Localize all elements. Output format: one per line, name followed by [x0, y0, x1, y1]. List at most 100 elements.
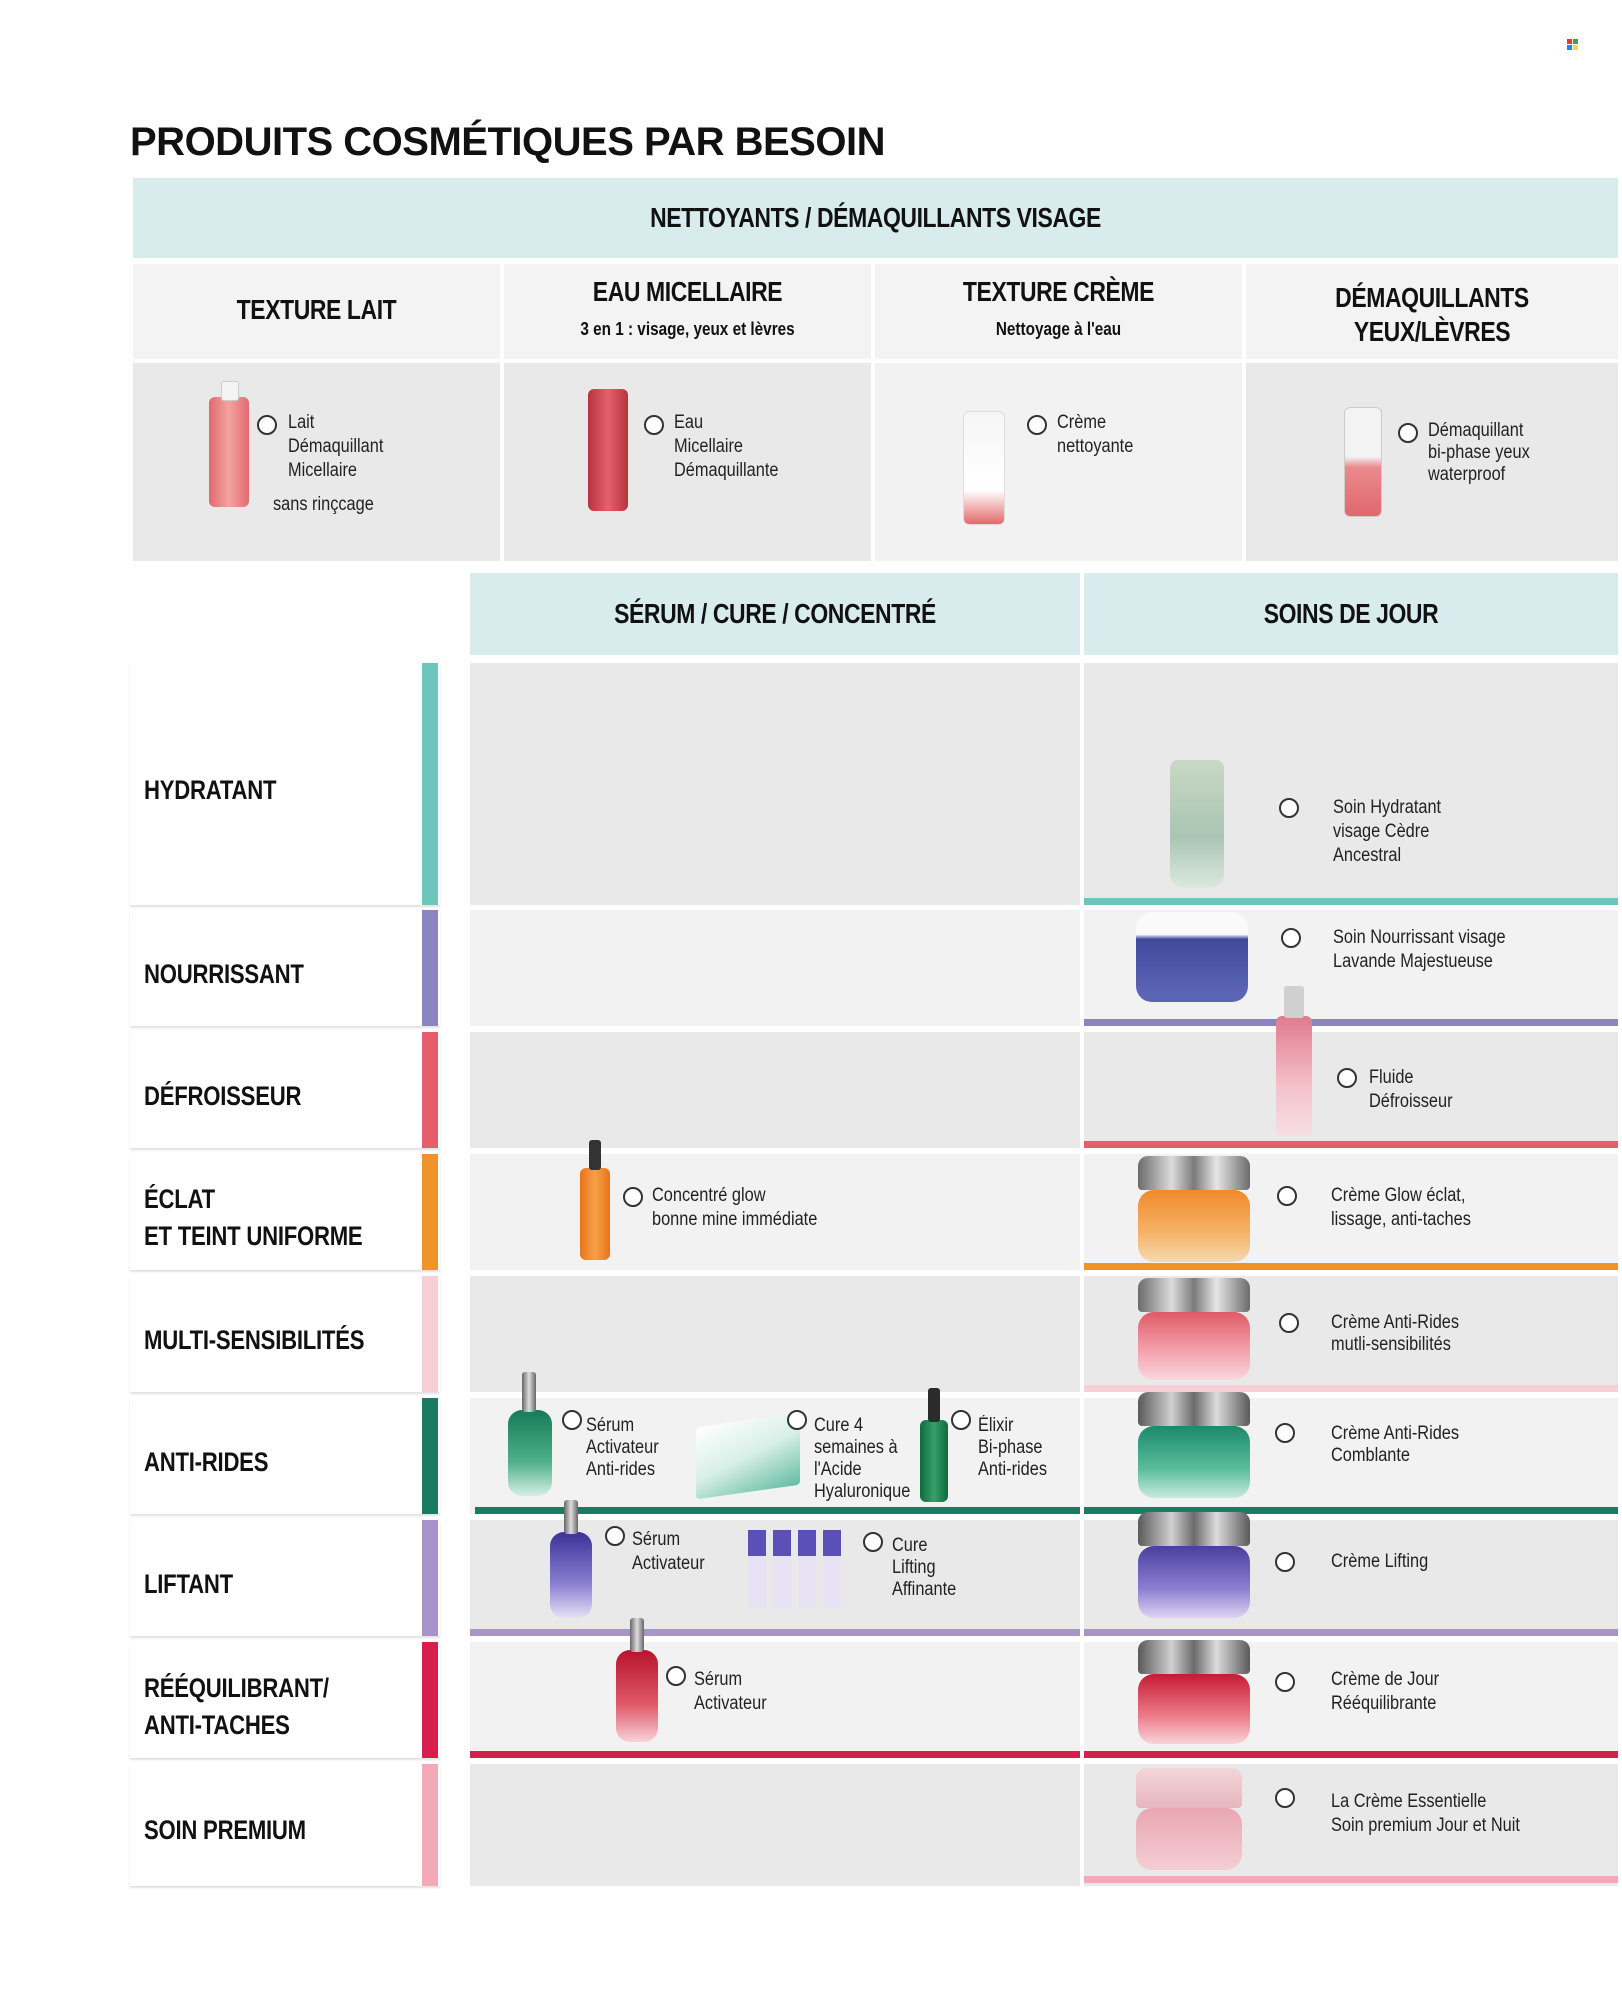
radio-circle[interactable]	[1398, 423, 1418, 443]
cleanser-cell-creme: Crème nettoyante	[875, 363, 1242, 561]
radio-circle[interactable]	[1275, 1423, 1295, 1443]
product-name-line: Activateur	[694, 1693, 767, 1714]
product-name-line: Activateur	[632, 1553, 705, 1574]
row-line-nourrissant	[1084, 1019, 1618, 1026]
radio-circle[interactable]	[1279, 1313, 1299, 1333]
product-name-line: Soin premium Jour et Nuit	[1331, 1815, 1520, 1836]
col-title-line: YEUX/LÈVRES	[1353, 316, 1511, 347]
serum-header-text: SÉRUM / CURE / CONCENTRÉ	[614, 598, 936, 629]
serum-cell-eclat	[470, 1154, 1080, 1270]
row-label-defroisseur: DÉFROISSEUR	[144, 1081, 302, 1111]
day-cell-defroisseur	[1084, 1032, 1618, 1148]
row-line-reequilibrant-serum	[470, 1751, 1080, 1758]
serum-cell-nourrissant	[470, 910, 1080, 1026]
row-label-eclat: ÉCLAT	[144, 1184, 215, 1214]
col-demaquillants: DÉMAQUILLANTS YEUX/LÈVRES	[1246, 264, 1618, 359]
col-title-line: DÉMAQUILLANTS	[1335, 282, 1529, 313]
dropper-cap	[522, 1372, 536, 1412]
col-eau-micellaire: EAU MICELLAIRE 3 en 1 : visage, yeux et …	[504, 264, 871, 359]
jar-lid	[1138, 1156, 1250, 1190]
product-name-line: Anti-rides	[978, 1459, 1048, 1480]
radio-circle[interactable]	[1275, 1788, 1295, 1808]
radio-circle[interactable]	[1277, 1186, 1297, 1206]
row-line-reequilibrant-day	[1084, 1751, 1618, 1758]
row-label-box	[130, 1764, 440, 1886]
col-texture-creme: TEXTURE CRÈME Nettoyage à l'eau	[875, 264, 1242, 359]
row-line-eclat	[1084, 1263, 1618, 1270]
jar-lid	[1138, 1640, 1250, 1674]
radio-circle[interactable]	[605, 1526, 625, 1546]
radio-circle[interactable]	[1275, 1672, 1295, 1692]
radio-circle[interactable]	[666, 1666, 686, 1686]
cleansers-header: NETTOYANTS / DÉMAQUILLANTS VISAGE	[133, 178, 1618, 258]
row-line-premium	[1084, 1876, 1618, 1883]
product-name-line: Sérum	[694, 1669, 743, 1690]
row-label-box	[130, 910, 440, 1026]
product-name-line: Démaquillant	[1428, 420, 1524, 441]
product-name-line: Soin Nourrissant visage	[1333, 927, 1506, 948]
antirides-jar-image	[1138, 1426, 1250, 1498]
glow-concentrate-bottle-image	[580, 1168, 610, 1260]
radio-circle[interactable]	[562, 1410, 582, 1430]
product-name-line: Crème de Jour	[1331, 1669, 1440, 1690]
antirides-serum-bottle-image	[508, 1410, 552, 1496]
radio-circle[interactable]	[1279, 798, 1299, 818]
row-color-bar	[422, 910, 438, 1026]
row-color-bar	[422, 1520, 438, 1636]
product-name-line: l'Acide	[814, 1459, 862, 1480]
jar-lid	[1138, 1512, 1250, 1546]
radio-circle[interactable]	[623, 1187, 643, 1207]
product-name-line: Anti-rides	[586, 1459, 656, 1480]
page-title: PRODUITS COSMÉTIQUES PAR BESOIN	[130, 120, 885, 164]
product-name-line: Cure	[892, 1535, 928, 1556]
product-name-line: Crème Anti-Rides	[1331, 1423, 1460, 1444]
brand-logo	[1567, 39, 1578, 50]
radio-circle[interactable]	[863, 1532, 883, 1552]
radio-circle[interactable]	[1337, 1068, 1357, 1088]
product-name-line: Soin Hydratant	[1333, 797, 1442, 818]
reequilibrant-jar-image	[1138, 1674, 1250, 1744]
day-header: SOINS DE JOUR	[1084, 573, 1618, 655]
product-name-line: Démaquillant	[288, 436, 384, 457]
radio-circle[interactable]	[644, 415, 664, 435]
radio-circle[interactable]	[1275, 1552, 1295, 1572]
product-name-line: Comblante	[1331, 1445, 1411, 1466]
dropper-cap	[630, 1618, 644, 1652]
radio-circle[interactable]	[257, 415, 277, 435]
dropper-cap	[589, 1140, 601, 1170]
radio-circle[interactable]	[1027, 415, 1047, 435]
cream-tube-image	[963, 411, 1005, 525]
product-name-line: Activateur	[586, 1437, 659, 1458]
jar-lid	[1136, 1768, 1242, 1808]
row-line-antirides-day	[1084, 1507, 1618, 1514]
radio-circle[interactable]	[1281, 928, 1301, 948]
jar-lid	[1138, 1278, 1250, 1312]
cleanser-cell-yeux: Démaquillant bi-phase yeux waterproof	[1246, 363, 1618, 561]
hyaluronic-cure-box-image	[696, 1412, 800, 1500]
radio-circle[interactable]	[951, 1410, 971, 1430]
ampoule-tops	[748, 1530, 846, 1556]
product-name-line: lissage, anti-taches	[1331, 1209, 1471, 1230]
row-label-box	[130, 1154, 440, 1270]
serum-header: SÉRUM / CURE / CONCENTRÉ	[470, 573, 1080, 655]
radio-circle[interactable]	[787, 1410, 807, 1430]
serum-cell-hydratant	[470, 663, 1080, 905]
product-name-line: La Crème Essentielle	[1331, 1791, 1487, 1812]
bottle-pump	[221, 381, 239, 401]
product-name-line: Lifting	[892, 1557, 936, 1578]
row-color-bar	[422, 1154, 438, 1270]
row-color-bar	[422, 663, 438, 905]
col-subtitle: 3 en 1 : visage, yeux et lèvres	[580, 319, 795, 339]
dropper-cap	[928, 1388, 940, 1422]
row-label-box	[130, 1642, 440, 1758]
row-color-bar	[422, 1398, 438, 1514]
product-name-line: Micellaire	[288, 460, 358, 481]
biphase-bottle-image	[1344, 407, 1382, 517]
product-name-line: Crème Glow éclat,	[1331, 1185, 1466, 1206]
product-name-line: Élixir	[978, 1415, 1014, 1436]
row-line-liftant-day	[1084, 1629, 1618, 1636]
product-name-line: Eau	[674, 412, 704, 433]
row-label-premium: SOIN PREMIUM	[144, 1815, 306, 1845]
product-name-line: Cure 4	[814, 1415, 864, 1436]
day-header-text: SOINS DE JOUR	[1263, 598, 1439, 629]
